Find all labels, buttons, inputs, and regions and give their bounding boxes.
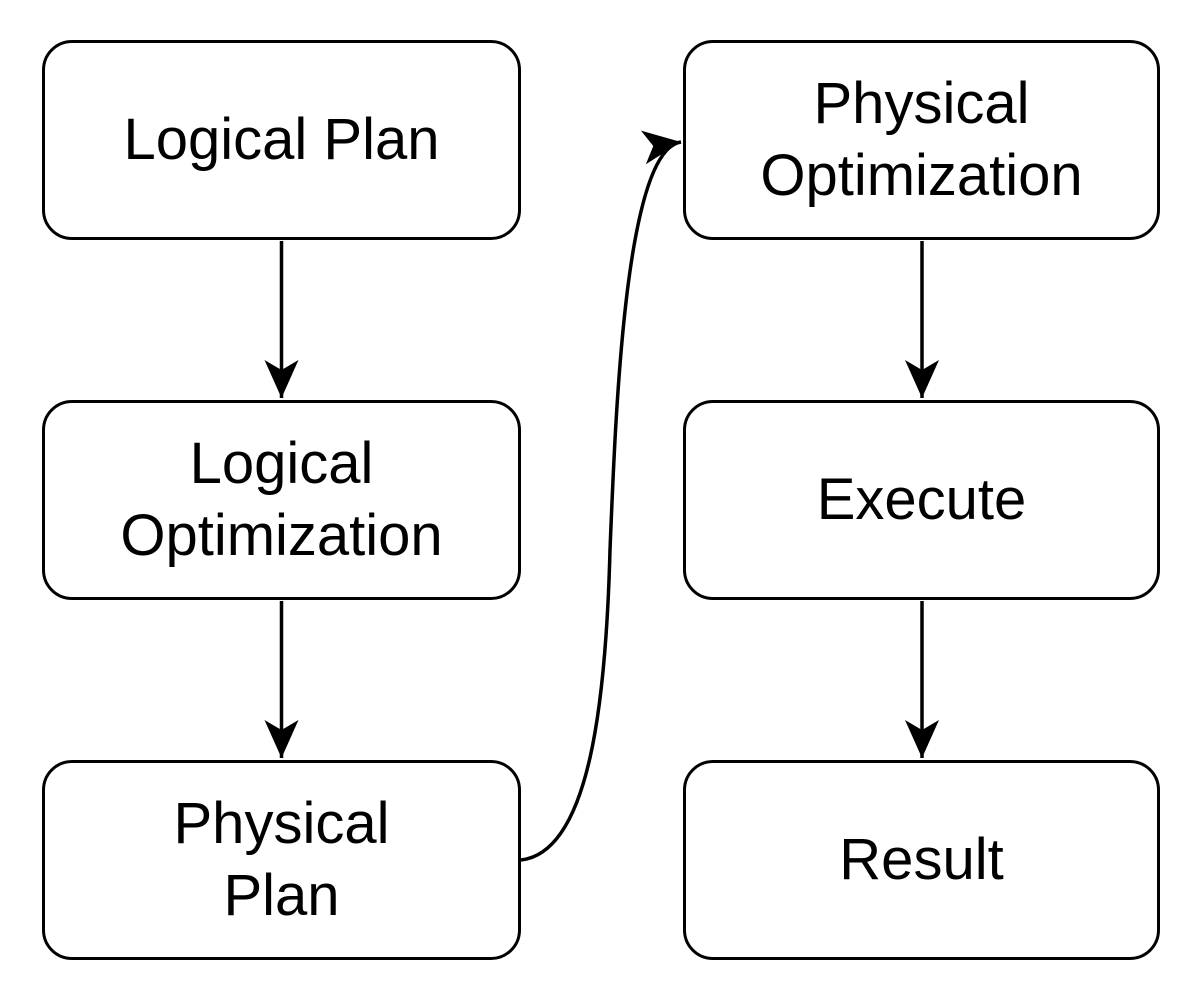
node-label-logical-optimization: Logical Optimization [120, 431, 443, 568]
node-execute: Execute [683, 400, 1160, 600]
node-label-result: Result [839, 827, 1004, 893]
node-result: Result [683, 760, 1160, 960]
node-label-execute: Execute [816, 467, 1027, 533]
node-logical-plan: Logical Plan [42, 40, 521, 240]
edge-physical-plan-to-physical-optimization [520, 130, 682, 862]
node-physical-plan: Physical Plan [42, 760, 521, 960]
node-label-logical-plan: Logical Plan [123, 107, 440, 173]
node-label-physical-optimization: Physical Optimization [760, 71, 1083, 208]
node-logical-optimization: Logical Optimization [42, 400, 521, 600]
node-physical-optimization: Physical Optimization [683, 40, 1160, 240]
node-label-physical-plan: Physical Plan [173, 791, 390, 928]
